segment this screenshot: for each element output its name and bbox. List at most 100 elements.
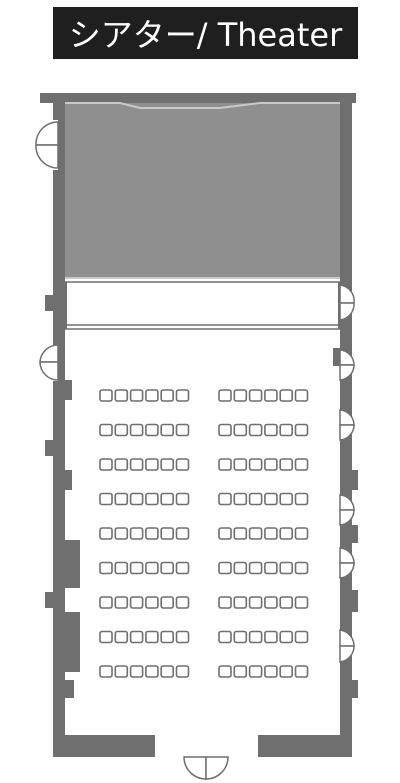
seat <box>233 665 248 678</box>
seat <box>145 561 159 575</box>
seat <box>160 596 174 609</box>
seat <box>248 665 263 678</box>
seat <box>99 389 113 402</box>
seat <box>218 492 232 506</box>
seat <box>264 630 278 644</box>
seat <box>129 389 144 402</box>
seat <box>175 389 190 402</box>
seat <box>294 527 309 540</box>
seat <box>233 561 248 575</box>
seat <box>279 423 294 437</box>
seat <box>114 596 129 609</box>
seat <box>129 665 144 678</box>
seat <box>218 596 232 609</box>
seat <box>294 665 309 678</box>
seat <box>218 423 232 437</box>
seat <box>264 458 278 471</box>
seat <box>160 458 174 471</box>
seat <box>294 492 309 506</box>
seat <box>175 527 190 540</box>
seat <box>248 561 263 575</box>
seat <box>129 596 144 609</box>
seat <box>129 561 144 575</box>
seat <box>129 630 144 644</box>
partition-tracks <box>63 281 342 330</box>
seat <box>264 561 278 575</box>
seat <box>114 389 129 402</box>
seat <box>99 630 113 644</box>
seat <box>294 389 309 402</box>
seat <box>279 492 294 506</box>
seat <box>145 458 159 471</box>
seat <box>233 630 248 644</box>
seat <box>99 423 113 437</box>
seat <box>160 630 174 644</box>
seat <box>233 389 248 402</box>
seat <box>279 458 294 471</box>
seat <box>99 665 113 678</box>
seat <box>99 527 113 540</box>
seat <box>175 423 190 437</box>
seat <box>248 630 263 644</box>
seat <box>129 458 144 471</box>
seat <box>145 665 159 678</box>
stage-area <box>65 102 340 279</box>
seat <box>218 630 232 644</box>
seat <box>160 561 174 575</box>
seat <box>129 423 144 437</box>
seat <box>248 458 263 471</box>
seat <box>114 561 129 575</box>
seat <box>129 527 144 540</box>
page-title: シアター/ Theater <box>53 7 358 59</box>
seat <box>264 423 278 437</box>
seat <box>248 389 263 402</box>
seat <box>233 596 248 609</box>
seat <box>114 665 129 678</box>
seat <box>279 561 294 575</box>
seat <box>160 665 174 678</box>
seat <box>145 527 159 540</box>
seat <box>248 492 263 506</box>
seat <box>294 561 309 575</box>
seat <box>175 596 190 609</box>
seat <box>175 665 190 678</box>
seat <box>145 423 159 437</box>
seat <box>233 492 248 506</box>
seating-area <box>99 389 309 678</box>
seat <box>99 561 113 575</box>
seat <box>99 596 113 609</box>
seat <box>160 423 174 437</box>
seat <box>114 423 129 437</box>
seat <box>294 596 309 609</box>
seat <box>279 389 294 402</box>
seat <box>114 492 129 506</box>
seat <box>294 423 309 437</box>
seat <box>248 596 263 609</box>
seat <box>99 458 113 471</box>
seat <box>218 561 232 575</box>
seat <box>233 527 248 540</box>
seat <box>114 630 129 644</box>
seat <box>114 527 129 540</box>
seat <box>264 596 278 609</box>
seat <box>218 527 232 540</box>
seat <box>114 458 129 471</box>
seat <box>145 630 159 644</box>
seat <box>160 527 174 540</box>
seat <box>175 561 190 575</box>
seat <box>233 423 248 437</box>
seat <box>294 458 309 471</box>
seat <box>145 596 159 609</box>
seat <box>175 458 190 471</box>
seat <box>279 665 294 678</box>
seat <box>248 527 263 540</box>
seat <box>145 492 159 506</box>
seat <box>264 665 278 678</box>
seat <box>264 389 278 402</box>
seat <box>160 389 174 402</box>
seat <box>264 527 278 540</box>
seat <box>145 389 159 402</box>
seat <box>279 630 294 644</box>
seat <box>129 492 144 506</box>
